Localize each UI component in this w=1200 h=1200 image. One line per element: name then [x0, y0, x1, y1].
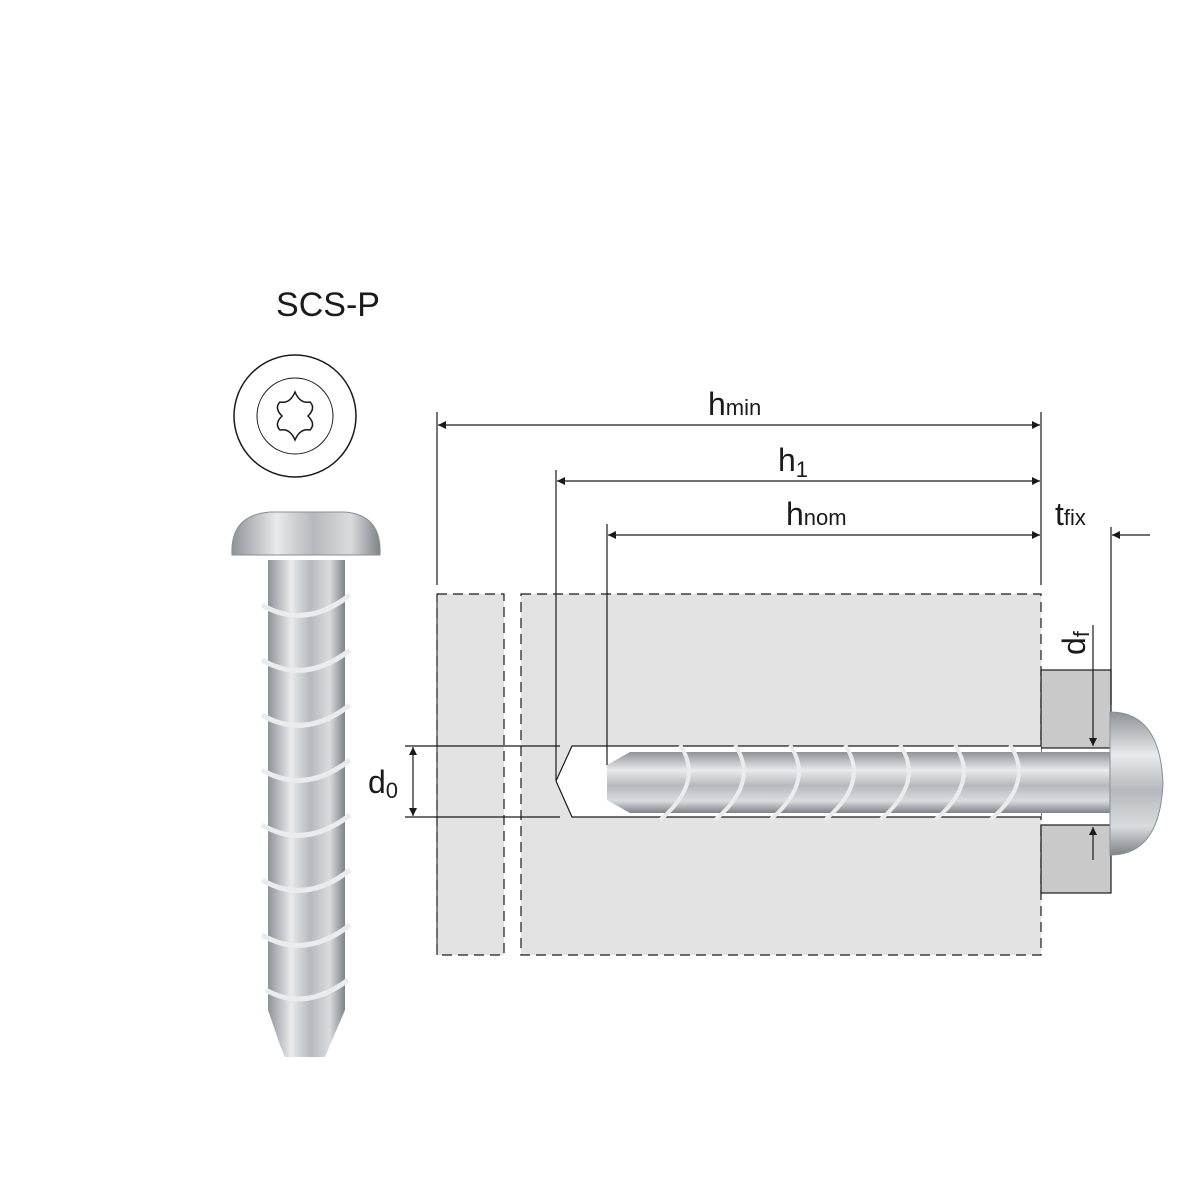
dimension-lines: [405, 412, 1150, 860]
product-title: SCS-P: [276, 286, 380, 324]
installed-screw: [607, 711, 1164, 856]
t-fix-label: tfix: [1055, 496, 1086, 532]
screw-threads: [260, 593, 352, 1002]
h-1-label: h1: [778, 442, 808, 482]
d-f-label: df: [1056, 630, 1094, 655]
h-nom-label: hnom: [786, 496, 847, 532]
fixture-plate: [1040, 669, 1112, 894]
screw-head-top-view: [233, 354, 357, 478]
h-min-label: hmin: [708, 386, 761, 422]
torx-drive-icon: [276, 390, 314, 442]
d-0-label: d0: [368, 764, 398, 803]
screw-side-view: [231, 511, 381, 1057]
